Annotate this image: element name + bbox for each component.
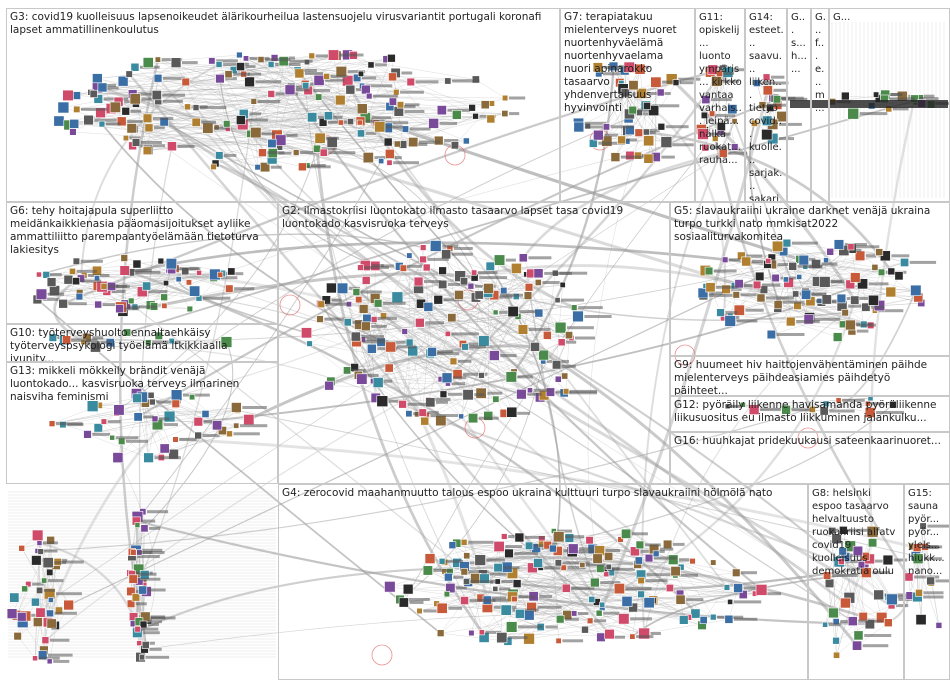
group-box-g3: G3: covid19 kuolleisuus lapsenoikeudet ä… — [6, 8, 560, 202]
node-label — [136, 602, 147, 605]
node-avatar-icon — [36, 608, 45, 617]
node-label — [143, 631, 160, 634]
group-label-g8: G8: helsinki espoo tasaarvo helvaltuusto… — [812, 487, 901, 578]
node-avatar-icon — [38, 549, 44, 555]
node-avatar-icon — [48, 597, 53, 602]
node-avatar-icon — [47, 619, 56, 628]
node-label — [147, 510, 168, 513]
node-label — [48, 579, 64, 582]
node-avatar-icon — [7, 609, 17, 619]
group-box-g18: G... f... e... m... — [811, 8, 829, 202]
node-avatar-icon — [129, 575, 138, 584]
node-avatar-icon — [10, 593, 19, 602]
node-avatar-icon — [135, 626, 141, 632]
group-label-g7: G7: terapiatakuu mielenterveys nuoret nu… — [564, 11, 692, 115]
group-label-g6: G6: tehy hoitajapula superliitto meidänk… — [10, 205, 275, 257]
node-avatar-icon — [140, 621, 147, 628]
group-box-g13: G13: mikkeli mökkeily brändit venäjä luo… — [6, 362, 278, 484]
node-label — [53, 660, 69, 663]
group-box-g6: G6: tehy hoitajapula superliitto meidänk… — [6, 202, 278, 324]
group-box-g14: G14: esteet... saavu... liiken... tietyö… — [745, 8, 787, 202]
group-box-g4: G4: zerocovid maahanmuutto talous espoo … — [278, 484, 808, 680]
group-label-g18: G... f... e... m... — [815, 11, 826, 115]
group-box-g5: G5: slavaukraiini ukraine darknet venäjä… — [670, 202, 950, 356]
node-label — [43, 541, 58, 544]
node-avatar-icon — [142, 641, 149, 648]
group-label-g2: G2: ilmastokriisi luontokato ilmasto tas… — [282, 205, 667, 231]
group-label-g15: G15: sauna pyör... pyör... ylels... hiuk… — [908, 487, 947, 578]
node-label — [50, 639, 70, 642]
node-avatar-icon — [139, 586, 147, 594]
node-label — [56, 592, 82, 595]
node-label — [44, 589, 55, 592]
node-label — [137, 551, 152, 554]
node-label — [139, 578, 161, 581]
node-avatar-icon — [64, 600, 74, 610]
node-label — [48, 654, 73, 657]
group-label-g10: G10: työterveyshuolto ennaltaehkäisy työ… — [10, 327, 275, 362]
node-avatar-icon — [47, 569, 54, 576]
node-avatar-icon — [137, 641, 142, 646]
group-box-g12: G12: pyöräily liikenne havisamanda pyörä… — [670, 396, 950, 432]
group-label-g9: G9: huumeet hiv haittojenvähentäminen pä… — [674, 359, 947, 396]
node-avatar-icon — [132, 594, 140, 602]
node-avatar-icon — [37, 540, 42, 545]
group-box-g10: G10: työterveyshuolto ennaltaehkäisy työ… — [6, 324, 278, 362]
node-label — [149, 648, 161, 651]
node-label — [148, 623, 159, 626]
group-label-g16: G16: huuhkajat pridekuukausi sateenkaari… — [674, 435, 947, 448]
node-avatar-icon — [32, 556, 42, 566]
node-avatar-icon — [43, 558, 53, 568]
node-avatar-icon — [139, 655, 144, 660]
node-label — [54, 561, 66, 564]
node-avatar-icon — [33, 656, 38, 661]
node-avatar-icon — [14, 632, 22, 640]
node-avatar-icon — [42, 578, 47, 583]
group-box-g9: G9: huumeet hiv haittojenvähentäminen pä… — [670, 356, 950, 396]
node-label — [149, 527, 160, 530]
node-label — [148, 589, 166, 592]
group-label-g5: G5: slavaukraiini ukraine darknet venäjä… — [674, 205, 947, 244]
group-box-g19: G... — [829, 8, 950, 202]
node-avatar-icon — [36, 587, 42, 593]
group-box-g11: G11: opiskelij... luonto ympäris... kirk… — [695, 8, 745, 202]
node-avatar-icon — [135, 523, 140, 528]
node-label — [55, 612, 77, 615]
group-box-g2: G2: ilmastokriisi luontokato ilmasto tas… — [278, 202, 670, 484]
node-avatar-icon — [47, 659, 52, 664]
node-avatar-icon — [131, 550, 137, 556]
group-box-g17: G... s... h... ... — [787, 8, 811, 202]
group-label-g3: G3: covid19 kuolleisuus lapsenoikeudet ä… — [10, 11, 557, 37]
group-label-g12: G12: pyöräily liikenne havisamanda pyörä… — [674, 399, 947, 425]
group-label-g11: G11: opiskelij... luonto ympäris... kirk… — [699, 11, 742, 167]
group-label-g4: G4: zerocovid maahanmuutto talous espoo … — [282, 487, 805, 500]
node-avatar-icon — [33, 618, 42, 627]
group-label-g13: G13: mikkeli mökkeily brändit venäjä luo… — [10, 365, 275, 404]
node-label — [137, 573, 157, 576]
node-avatar-icon — [47, 610, 54, 617]
node-avatar-icon — [42, 637, 49, 644]
node-label — [146, 656, 170, 659]
group-box-g8: G8: helsinki espoo tasaarvo helvaltuusto… — [808, 484, 904, 680]
node-label — [142, 520, 156, 523]
node-avatar-icon — [17, 612, 26, 621]
group-box-g7: G7: terapiatakuu mielenterveys nuoret nu… — [560, 8, 695, 202]
group-label-g14: G14: esteet... saavu... liiken... tietyö… — [749, 11, 784, 202]
node-avatar-icon — [19, 545, 25, 551]
node-label — [142, 628, 159, 631]
group-box-g15: G15: sauna pyör... pyör... ylels... hiuk… — [904, 484, 950, 680]
node-avatar-icon — [31, 598, 39, 606]
group-label-g17: G... s... h... ... — [791, 11, 808, 76]
group-label-g19: G... — [833, 11, 947, 24]
node-label — [149, 617, 176, 620]
node-avatar-icon — [32, 530, 43, 541]
group-box-g16: G16: huuhkajat pridekuukausi sateenkaari… — [670, 432, 950, 484]
node-avatar-icon — [22, 586, 28, 592]
node-avatar-icon — [141, 525, 148, 532]
